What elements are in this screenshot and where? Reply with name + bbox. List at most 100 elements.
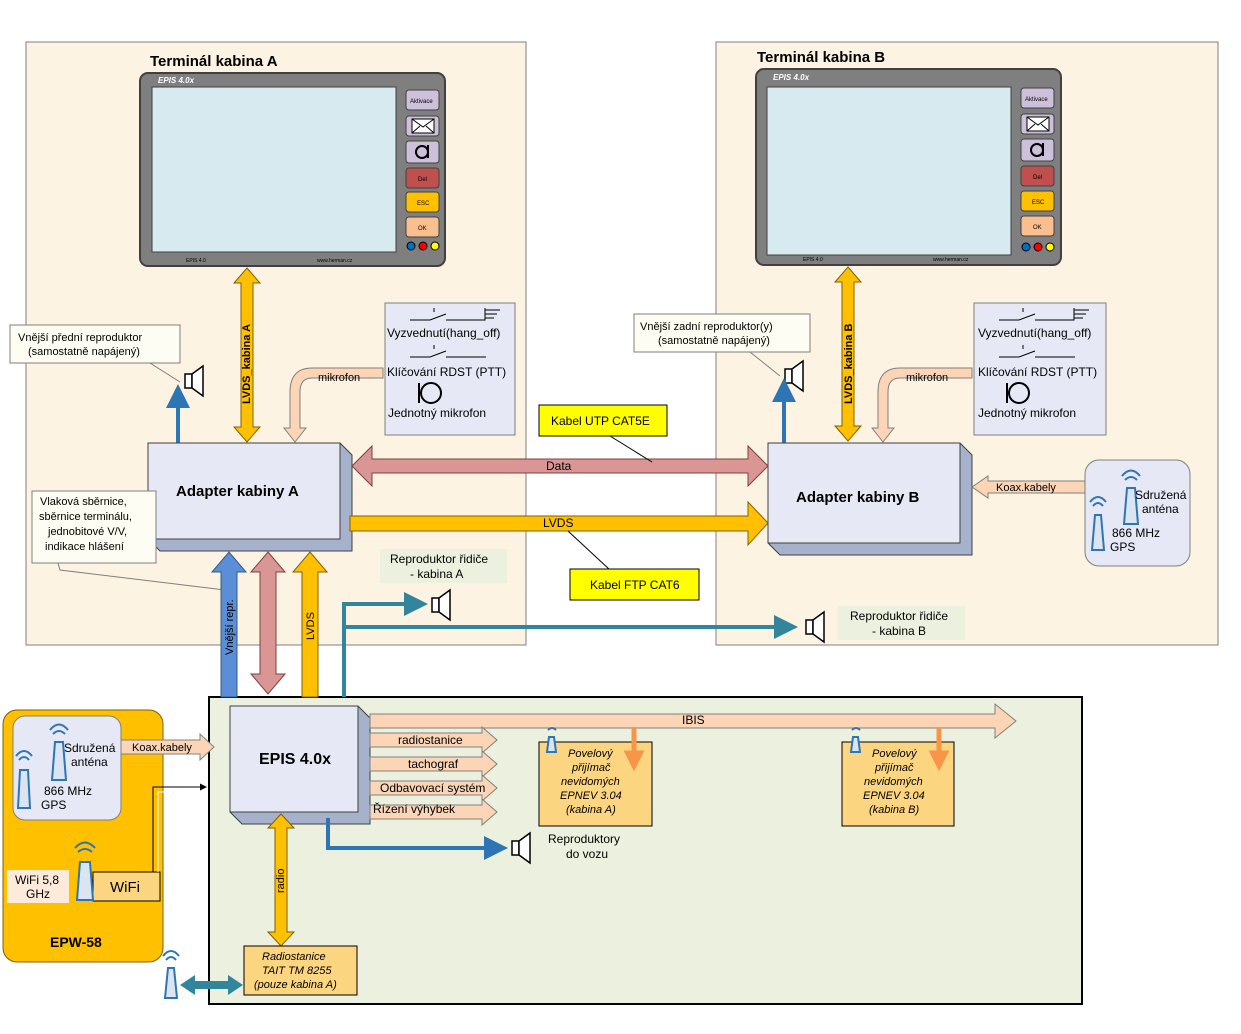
lvds-vertical-arrow bbox=[291, 551, 329, 698]
epw-koax-label: Koax.kabely bbox=[132, 742, 192, 754]
antenna-b-l4: GPS bbox=[1110, 540, 1135, 554]
epw-combined-antenna-icon bbox=[49, 723, 69, 781]
speaker-rear-l1: Vnější zadní reproduktor(y) bbox=[640, 321, 773, 333]
terminal-b-aktivace-label: Aktivace bbox=[1025, 97, 1048, 103]
lvds-vertical-label: LVDS bbox=[305, 612, 317, 640]
ibis-label: IBIS bbox=[682, 713, 705, 727]
epw-wifi-link-inner bbox=[157, 791, 205, 872]
lvds-a-arrow bbox=[232, 267, 262, 443]
terminal-b-del-label: Del bbox=[1033, 175, 1042, 181]
antenna-b-l1: Sdružená bbox=[1135, 488, 1187, 502]
driver-speaker-b-l1: Reproduktor řidiče bbox=[850, 609, 948, 623]
terminal-a-del-label: Del bbox=[418, 177, 427, 183]
utp-callout: Kabel UTP CAT5E bbox=[538, 404, 668, 463]
adapter-b: Adapter kabiny B bbox=[767, 442, 973, 556]
data-label: Data bbox=[546, 459, 572, 473]
terminal-a-brand: EPIS 4.0x bbox=[158, 76, 195, 85]
ibis-arrow bbox=[369, 702, 1017, 740]
speaker-rear-callout: Vnější zadní reproduktor(y) (samostatně … bbox=[633, 313, 811, 377]
car-speakers-l2: do vozu bbox=[566, 847, 608, 861]
mic-b-hang-off: Vyzvednutí(hang_off) bbox=[978, 326, 1091, 340]
mic-box-b: Vyzvednutí(hang_off) Klíčování RDST (PTT… bbox=[973, 302, 1107, 436]
receiver-b-l3: nevidomých bbox=[864, 776, 923, 788]
radio-station-l1: Radiostanice bbox=[262, 951, 326, 963]
output-label-vyhybky: Řízení výhybek bbox=[373, 801, 456, 816]
terminal-a-aktivace-label: Aktivace bbox=[410, 99, 433, 105]
radio-station-box bbox=[243, 945, 358, 996]
speaker-front-l2: (samostatně napájený) bbox=[28, 346, 140, 358]
car-speaker-icon bbox=[511, 831, 531, 865]
epw-title: EPW-58 bbox=[50, 934, 102, 950]
epw-wifi: WiFi bbox=[110, 879, 140, 896]
receiver-b-l2: přijímač bbox=[874, 762, 914, 774]
terminal-b-mail-icon bbox=[1026, 116, 1050, 132]
mic-b-arrow bbox=[870, 367, 973, 443]
adapter-b-label: Adapter kabiny B bbox=[796, 489, 920, 506]
train-bus-l1: Vlaková sběrnice, bbox=[40, 496, 127, 508]
epw-wifi-antenna-icon bbox=[74, 841, 96, 901]
cabin-a-title: Terminál kabina A bbox=[150, 53, 278, 70]
radio-label: radio bbox=[275, 869, 287, 893]
terminal-a-del-button[interactable] bbox=[405, 167, 440, 189]
terminal-a-esc-button[interactable] bbox=[405, 191, 440, 213]
output-label-radiostanice: radiostanice bbox=[398, 733, 463, 747]
terminal-b-a-button[interactable] bbox=[1020, 138, 1055, 162]
epw-antenna-l3: 866 MHz bbox=[44, 784, 92, 798]
terminal-a-a-icon bbox=[415, 145, 429, 159]
koax-b-arrow bbox=[971, 475, 1086, 499]
speaker-front-callout: Vnější přední reproduktor (samostatně na… bbox=[9, 324, 181, 383]
radio-station-l2: TAIT TM 8255 bbox=[262, 965, 332, 977]
vnejsi-repr-arrow bbox=[210, 551, 248, 698]
epw-wifi-box bbox=[92, 871, 161, 902]
adapter-a-label: Adapter kabiny A bbox=[176, 483, 299, 500]
terminal-b-esc-button[interactable] bbox=[1020, 190, 1055, 212]
epw-koax-arrow bbox=[120, 732, 215, 762]
driver-speaker-b-icon bbox=[805, 610, 825, 644]
adapter-a: Adapter kabiny A bbox=[147, 442, 353, 552]
radio-antenna-double-arrow bbox=[180, 975, 243, 995]
terminal-a-led-red bbox=[418, 241, 428, 251]
terminal-b-ok-label: OK bbox=[1033, 225, 1042, 231]
mic-b-ptt: Klíčování RDST (PTT) bbox=[978, 365, 1097, 379]
lvds-b-label: LVDS_kabina B bbox=[843, 323, 855, 404]
terminal-a-ok-button[interactable] bbox=[405, 216, 440, 238]
mic-box-a: Vyzvednutí(hang_off) Klíčování RDST (PTT… bbox=[384, 302, 516, 436]
receiver-b-l5: (kabina B) bbox=[869, 804, 919, 816]
koax-b-label: Koax.kabely bbox=[996, 482, 1056, 494]
terminal-b-ok-button[interactable] bbox=[1020, 215, 1055, 237]
cabin-b-title: Terminál kabina B bbox=[757, 49, 885, 66]
data-arrow bbox=[351, 444, 769, 488]
terminal-a-a-button[interactable] bbox=[405, 140, 440, 164]
output-arrow-odbavovaci bbox=[369, 773, 498, 803]
mic-b-mic: Jednotný mikrofon bbox=[978, 406, 1076, 420]
lvds-label: LVDS bbox=[543, 516, 573, 530]
receiver-a-l2: přijímač bbox=[571, 762, 611, 774]
terminal-b-a-icon bbox=[1030, 143, 1044, 157]
epw-antenna-l1: Sdružená bbox=[64, 741, 116, 755]
car-speakers-l1: Reproduktory bbox=[548, 832, 620, 846]
epw-antenna-l4: GPS bbox=[41, 798, 66, 812]
terminal-b: EPIS 4.0x EPIS 4.0 www.herman.cz Aktivac… bbox=[755, 68, 1062, 266]
terminal-b-aktivace-button[interactable] bbox=[1020, 87, 1055, 109]
radio-antenna-icon bbox=[162, 950, 180, 999]
train-bus-l4: indikace hlášení bbox=[45, 541, 124, 553]
terminal-b-brand: EPIS 4.0x bbox=[773, 73, 810, 82]
car-speakers-note bbox=[540, 828, 636, 862]
data-vertical-arrow bbox=[249, 551, 287, 695]
receiver-a-l3: nevidomých bbox=[561, 776, 620, 788]
output-arrow-tachograf bbox=[369, 749, 498, 779]
mic-a-mic: Jednotný mikrofon bbox=[388, 406, 486, 420]
ftp-label: Kabel FTP CAT6 bbox=[590, 578, 680, 592]
terminal-b-del-button[interactable] bbox=[1020, 165, 1055, 187]
mic-a-hang-off: Vyzvednutí(hang_off) bbox=[387, 326, 500, 340]
ftp-callout: Kabel FTP CAT6 bbox=[567, 530, 700, 601]
output-label-tachograf: tachograf bbox=[408, 757, 459, 771]
terminal-b-footer-left: EPIS 4.0 bbox=[803, 257, 823, 263]
car-speaker-arrow bbox=[326, 818, 508, 860]
terminal-a-esc-label: ESC bbox=[417, 201, 430, 207]
output-label-odbavovaci: Odbavovací systém bbox=[380, 781, 485, 795]
speaker-front-l1: Vnější přední reproduktor bbox=[18, 332, 142, 344]
lvds-a-label: LVDS_kabina A bbox=[241, 324, 253, 404]
terminal-a-aktivace-button[interactable] bbox=[405, 89, 440, 111]
